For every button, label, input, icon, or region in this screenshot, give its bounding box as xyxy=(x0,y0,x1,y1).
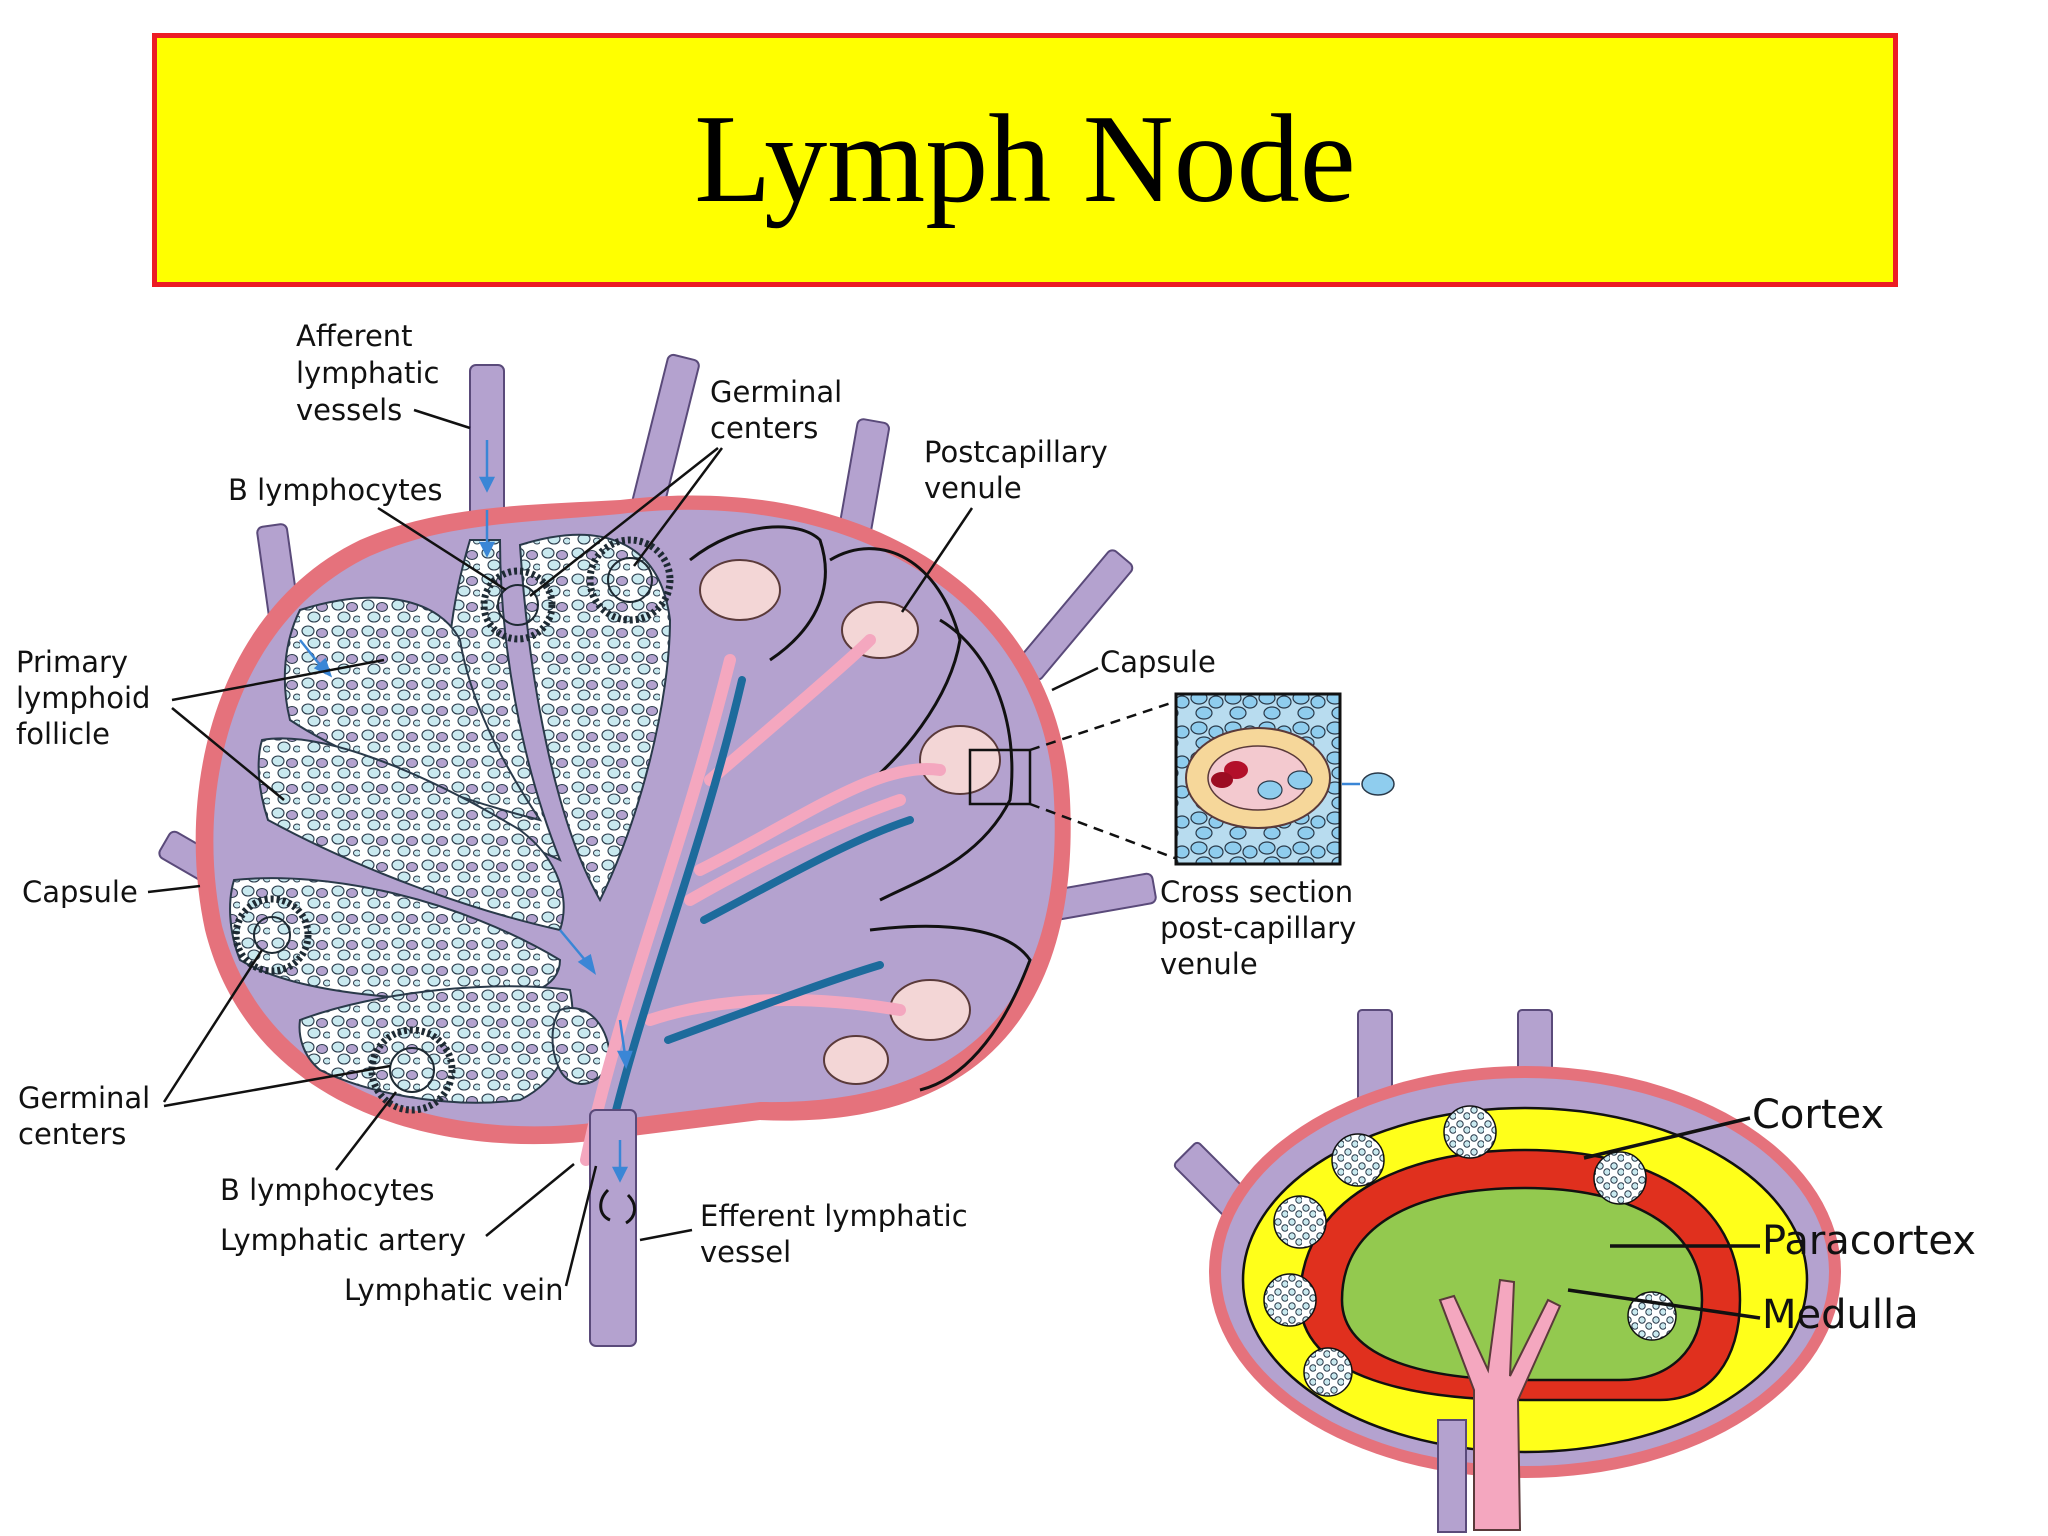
leader-line xyxy=(1051,666,1099,692)
label-medulla: Medulla xyxy=(1762,1292,1919,1338)
label-cross-section-3: venule xyxy=(1160,947,1258,981)
label-cross-section-1: Cross section xyxy=(1160,875,1353,909)
leader-line xyxy=(529,447,719,597)
leader-line xyxy=(163,1064,391,1108)
leader-line xyxy=(1583,1116,1751,1160)
migrating-lymphocyte xyxy=(1361,772,1395,796)
leader-line xyxy=(900,507,974,613)
postcapillary-venule xyxy=(699,559,1001,1085)
medulla-region xyxy=(1340,1186,1704,1382)
label-primary-1: Primary xyxy=(16,645,128,679)
medullary-cord-outline xyxy=(689,525,1032,1092)
label-lymphatic-artery: Lymphatic artery xyxy=(220,1223,466,1257)
label-postcapillary-2: venule xyxy=(924,471,1022,505)
label-primary-2: lymphoid xyxy=(16,681,150,715)
leader-line xyxy=(1567,1288,1761,1320)
leader-line xyxy=(639,1228,693,1242)
label-lymphatic-vein: Lymphatic vein xyxy=(344,1273,564,1307)
label-capsule-left: Capsule xyxy=(22,875,138,909)
label-germinal-top-1: Germinal xyxy=(710,375,842,409)
label-afferent-2: lymphatic xyxy=(296,356,439,390)
lymphatic-vein xyxy=(600,676,914,1164)
zoom-line xyxy=(1029,802,1181,862)
label-b-lymphocytes-top: B lymphocytes xyxy=(228,473,443,507)
title-banner: Lymph Node xyxy=(152,33,1898,287)
label-postcapillary-1: Postcapillary xyxy=(924,435,1108,469)
cortex-cell-region xyxy=(229,533,672,1104)
main-diagram-labels: Afferent lymphatic vessels Germinal cent… xyxy=(16,319,1356,1307)
label-primary-3: follicle xyxy=(16,717,110,751)
cross-section-venule xyxy=(1174,692,1342,866)
label-capsule-right: Capsule xyxy=(1100,645,1216,679)
leader-line xyxy=(485,1163,575,1237)
germinal-center xyxy=(232,536,674,1114)
leader-line xyxy=(564,1165,598,1287)
leader-line xyxy=(171,707,285,801)
label-germinal-top-2: centers xyxy=(710,411,818,445)
lymphatic-artery xyxy=(580,634,946,1166)
leader-line xyxy=(162,949,264,1103)
small-lymph-node: Cortex Paracortex Medulla xyxy=(1173,1009,1976,1533)
label-efferent-2: vessel xyxy=(700,1235,791,1269)
label-cross-section-2: post-capillary xyxy=(1160,911,1356,945)
label-b-lymphocytes-bottom: B lymphocytes xyxy=(220,1173,435,1207)
leader-line xyxy=(147,884,201,894)
zoom-line xyxy=(1029,698,1181,752)
label-afferent-3: vessels xyxy=(296,393,402,427)
venule-zoom-box xyxy=(968,748,1032,806)
leader-line xyxy=(632,447,724,567)
lymph-flow-arrow xyxy=(299,440,633,1183)
label-germinal-bottom-2: centers xyxy=(18,1117,126,1151)
efferent-vessel xyxy=(589,1109,637,1347)
leader-line xyxy=(171,658,385,702)
small-efferent-outer xyxy=(1437,1419,1467,1533)
label-germinal-bottom-1: Germinal xyxy=(18,1081,150,1115)
label-cortex: Cortex xyxy=(1752,1092,1884,1138)
label-afferent-1: Afferent xyxy=(296,319,413,353)
leader-line xyxy=(413,408,471,430)
label-paracortex: Paracortex xyxy=(1762,1218,1976,1264)
leader-line xyxy=(335,1091,397,1171)
leader-line xyxy=(377,506,507,592)
small-efferent-vessel xyxy=(1438,1278,1562,1531)
main-lymph-node xyxy=(158,353,1395,1347)
page-title: Lymph Node xyxy=(694,90,1356,229)
label-efferent-1: Efferent lymphatic xyxy=(700,1199,968,1233)
